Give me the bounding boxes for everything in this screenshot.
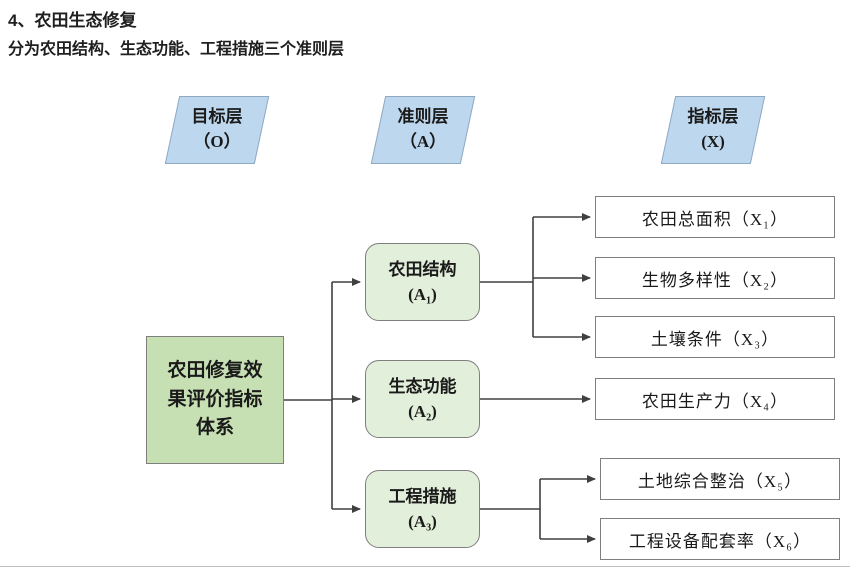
- criteria-label: 生态功能: [388, 376, 457, 396]
- criteria-label: 工程措施: [388, 486, 457, 506]
- page-title: 4、农田生态修复: [8, 11, 137, 30]
- indicator-box-X1: 农田总面积（X₁）: [595, 196, 835, 238]
- goal-box: 农田修复效果评价指标体系: [146, 336, 284, 464]
- indicator-label: 农田总面积（X₁）: [641, 209, 789, 229]
- layer-sub: （A）: [399, 132, 447, 151]
- page-subtitle: 分为农田结构、生态功能、工程措施三个准则层: [8, 41, 345, 58]
- criteria-sub: (A₁): [408, 285, 437, 304]
- criteria-box-A1: 农田结构 (A₁): [365, 243, 480, 321]
- layer-header-indicator: 指标层 (X): [660, 96, 766, 164]
- layer-label: 指标层: [687, 107, 739, 127]
- indicator-label: 土壤条件（X₃）: [650, 329, 780, 349]
- criteria-box-A2: 生态功能 (A₂): [365, 360, 480, 438]
- criteria-sub: (A₃): [408, 512, 437, 531]
- criteria-box-A3: 工程措施 (A₃): [365, 470, 480, 548]
- indicator-box-X4: 农田生产力（X₄）: [595, 378, 835, 420]
- layer-sub: (X): [701, 132, 725, 151]
- indicator-box-X3: 土壤条件（X₃）: [595, 316, 835, 358]
- indicator-box-X5: 土地综合整治（X₅）: [600, 458, 840, 500]
- page-header: 4、农田生态修复 分为农田结构、生态功能、工程措施三个准则层: [8, 6, 344, 59]
- indicator-label: 农田生产力（X₄）: [641, 391, 789, 411]
- criteria-sub: (A₂): [408, 402, 437, 421]
- indicator-label: 土地综合整治（X₅）: [637, 471, 803, 491]
- layer-header-goal-text: 目标层 （O）: [172, 96, 262, 164]
- layer-label: 目标层: [191, 107, 243, 127]
- layer-sub: （O）: [193, 132, 241, 151]
- criteria-label: 农田结构: [388, 259, 457, 279]
- indicator-label: 生物多样性（X₂）: [641, 270, 789, 290]
- goal-label: 农田修复效果评价指标体系: [167, 360, 263, 439]
- layer-header-criteria-text: 准则层 （A）: [378, 96, 468, 164]
- bottom-divider: [0, 566, 850, 567]
- layer-header-indicator-text: 指标层 (X): [668, 96, 758, 164]
- indicator-box-X2: 生物多样性（X₂）: [595, 257, 835, 299]
- indicator-box-X6: 工程设备配套率（X₆）: [600, 518, 840, 560]
- layer-header-criteria: 准则层 （A）: [370, 96, 476, 164]
- layer-header-goal: 目标层 （O）: [164, 96, 270, 164]
- layer-label: 准则层: [397, 107, 449, 127]
- indicator-label: 工程设备配套率（X₆）: [628, 531, 812, 551]
